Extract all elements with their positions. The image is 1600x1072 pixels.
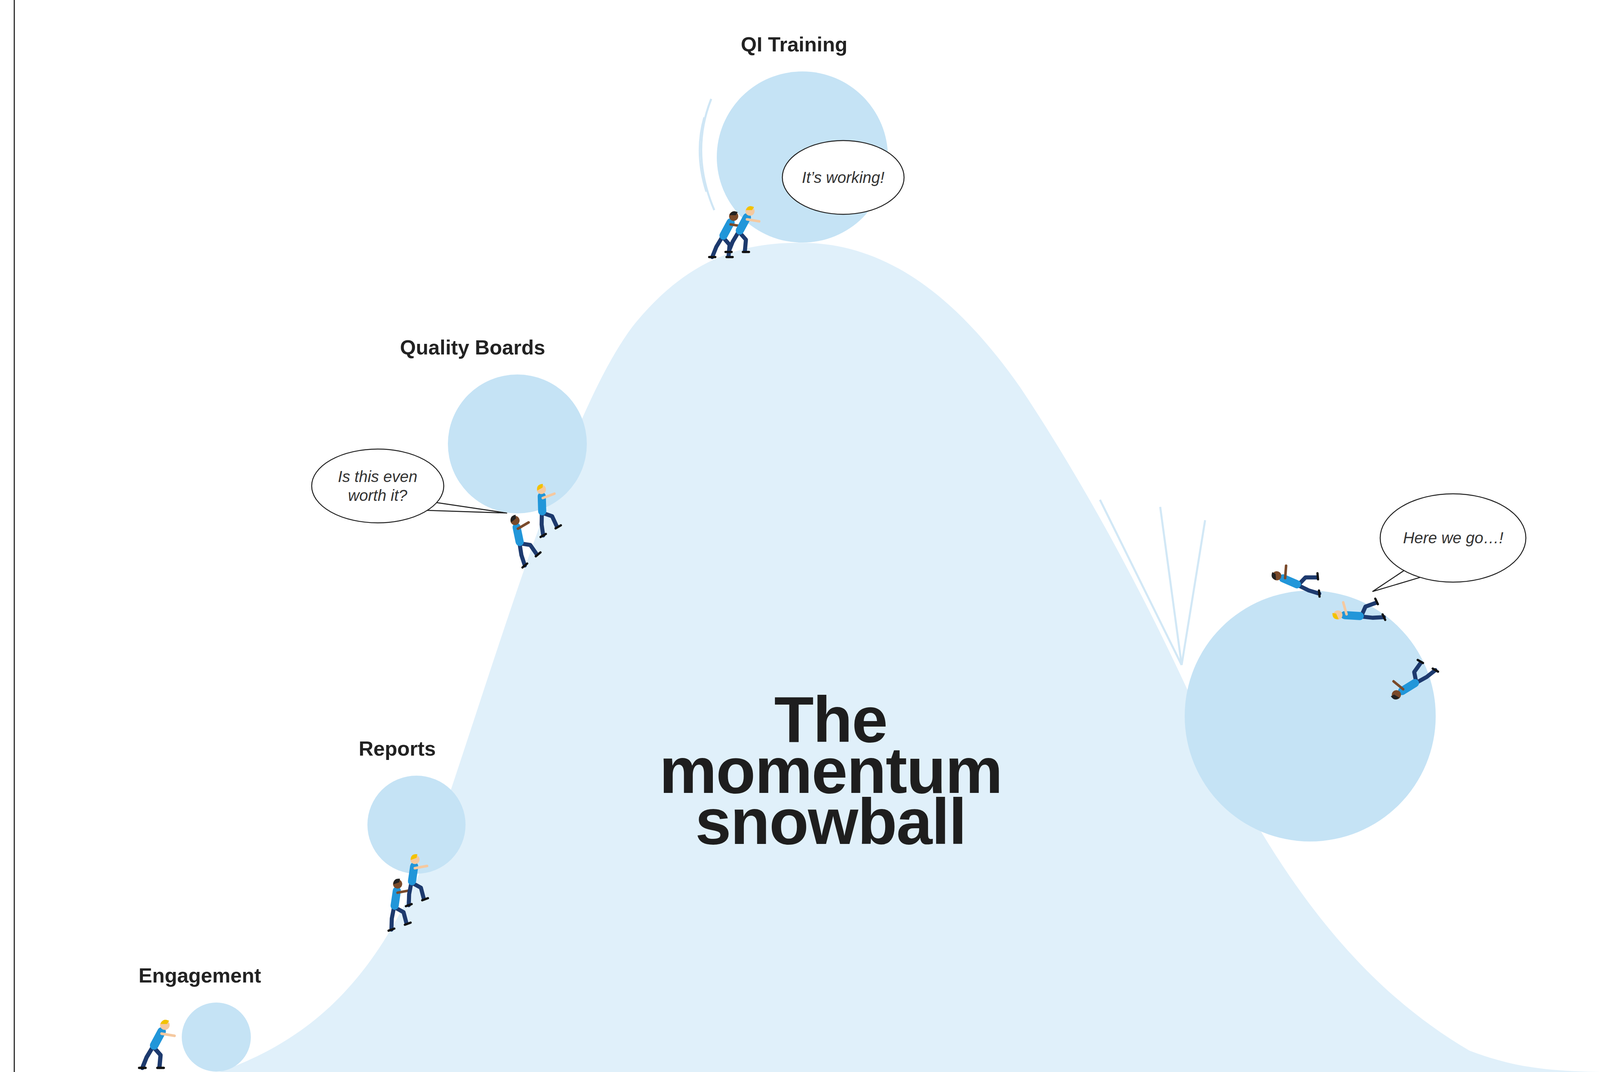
snowball-shape — [447, 374, 587, 514]
snowball-node: Quality Boards — [447, 374, 587, 514]
person-figure — [517, 480, 570, 537]
big-snowball — [1184, 590, 1436, 842]
speech-ellipse — [782, 140, 905, 215]
motion-line — [1160, 506, 1182, 665]
ball-heading: Reports — [358, 736, 436, 761]
person-figure — [138, 1019, 175, 1069]
speech-text: It’s working! — [801, 168, 885, 187]
speech-ellipse — [1380, 493, 1526, 583]
snowball-node: Engagement — [181, 1002, 251, 1072]
snowball-shape — [181, 1002, 251, 1072]
person-figure — [1270, 563, 1320, 601]
speech-bubble: Is this even worth it? — [310, 448, 445, 524]
speech-bubble-shape — [310, 448, 445, 524]
speech-bubble: Here we go…! — [1379, 493, 1527, 583]
snowball-circle — [447, 374, 587, 514]
motion-line — [701, 98, 715, 211]
motion-line — [1181, 520, 1206, 665]
person-figure — [1386, 654, 1439, 712]
axis-line — [13, 0, 15, 1072]
speech-text: Is this even worth it? — [332, 467, 423, 505]
ball-heading: Quality Boards — [400, 335, 546, 360]
person-figure — [1329, 589, 1386, 640]
hill — [219, 242, 1600, 1072]
speech-text: Here we go…! — [1402, 528, 1504, 548]
person-figure — [390, 851, 438, 906]
ball-heading: Engagement — [138, 963, 262, 988]
speech-bubble: It’s working! — [781, 139, 905, 216]
speech-ellipse — [311, 449, 444, 523]
motion-line — [1099, 499, 1182, 665]
diagram-title: The momentum snowball — [634, 694, 1027, 848]
ball-heading: QI Training — [740, 32, 848, 57]
person-figure — [725, 206, 760, 253]
snowball-circle — [181, 1002, 251, 1072]
motion-line — [699, 117, 707, 192]
